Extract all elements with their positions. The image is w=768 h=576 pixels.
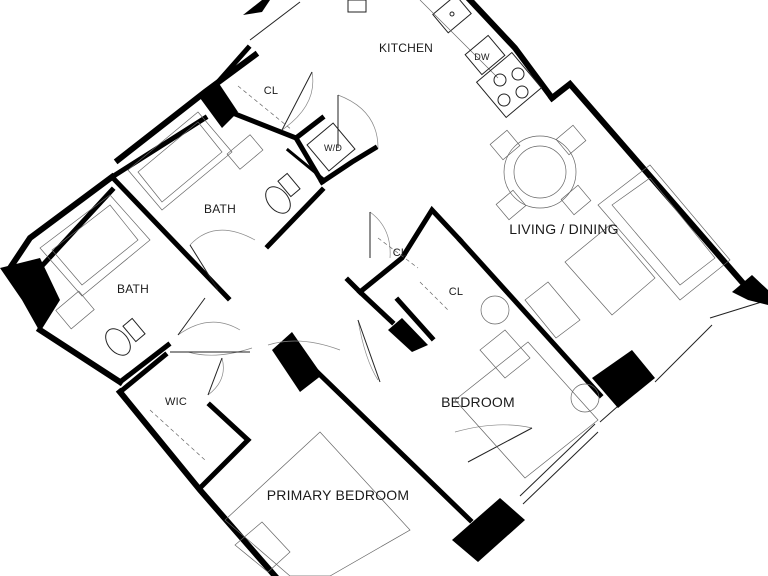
door-swings: [170, 71, 533, 463]
room-labels: KITCHEN CL W/D DW LIVING / DINING BATH B…: [117, 41, 619, 503]
label-primary-bedroom: PRIMARY BEDROOM: [267, 487, 410, 503]
label-closet-bedroom: CL: [449, 286, 463, 298]
label-bath-upper: BATH: [204, 202, 236, 216]
label-dishwasher: DW: [474, 52, 490, 62]
fixtures: [39, 0, 731, 576]
label-closet-entry: CL: [264, 85, 278, 97]
label-kitchen: KITCHEN: [379, 41, 433, 55]
structural-columns: [200, 82, 768, 562]
label-closet-hall: CL: [393, 247, 407, 259]
interior-walls: [36, 44, 604, 524]
window-frame-icon: [347, 0, 367, 13]
entry-marker-icon: [243, 0, 270, 15]
label-washer-dryer: W/D: [324, 143, 342, 153]
label-walk-in-closet: WIC: [165, 396, 187, 408]
label-living-dining: LIVING / DINING: [509, 221, 619, 237]
label-bedroom: BEDROOM: [441, 394, 515, 410]
label-bath-lower: BATH: [117, 282, 149, 296]
